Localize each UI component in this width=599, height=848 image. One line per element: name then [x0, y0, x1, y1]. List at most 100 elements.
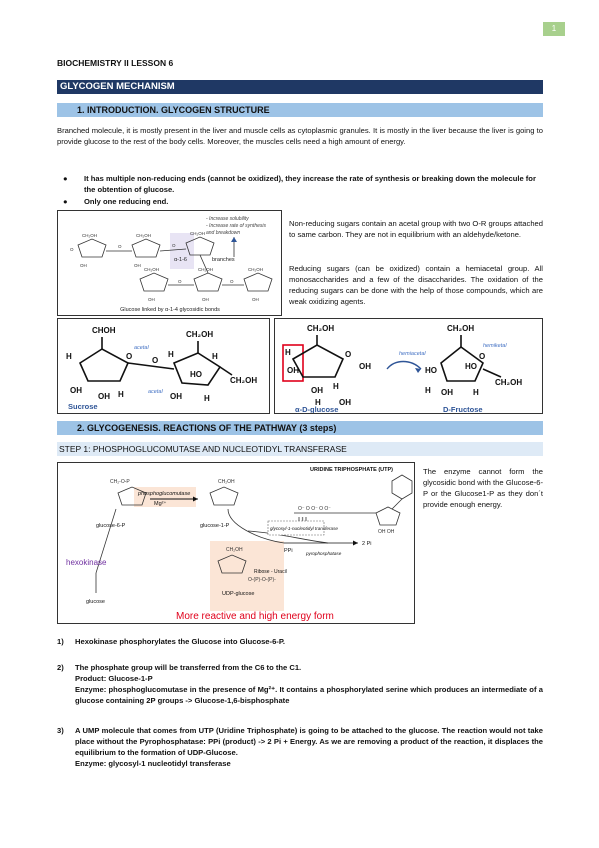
svg-text:CHOH: CHOH — [92, 326, 116, 335]
svg-text:CH₂OH: CH₂OH — [136, 233, 151, 238]
bullet-item: ● Only one reducing end. — [63, 196, 543, 207]
svg-text:OH: OH — [252, 297, 259, 302]
svg-text:O: O — [479, 352, 485, 361]
list-item-text: Enzyme: glycosyl-1 nucleotidyl transfera… — [75, 759, 231, 768]
svg-text:H: H — [168, 350, 174, 359]
figure-caption: Glucose linked by α-1-4 glycosidic bonds — [120, 307, 220, 313]
svg-text:OH: OH — [441, 388, 453, 397]
high-energy-label: More reactive and high energy form — [176, 611, 334, 622]
svg-text:CH₂OH: CH₂OH — [230, 376, 257, 385]
bullet-text: It has multiple non-reducing ends (canno… — [84, 174, 536, 194]
svg-text:H: H — [425, 386, 431, 395]
pyrophosphatase-label: pyrophosphatase — [305, 551, 342, 556]
udp-glucose-highlight — [210, 541, 284, 611]
svg-text:‖ ‖ ‖: ‖ ‖ ‖ — [298, 517, 307, 523]
figure-note: and breakdown — [206, 230, 240, 236]
step1-heading: STEP 1: PHOSPHOGLUCOMUTASE AND NUCLEOTID… — [57, 442, 543, 456]
bullet-item: ● It has multiple non-reducing ends (can… — [63, 173, 543, 195]
list-item-number: 1) — [57, 637, 64, 646]
nonreducing-paragraph: Non-reducing sugars contain an acetal gr… — [289, 219, 543, 239]
svg-text:H: H — [315, 398, 321, 407]
ribose-ring — [375, 506, 401, 526]
udp-glucose-label: UDP-glucose — [222, 591, 254, 597]
hexokinase-label: hexokinase — [66, 558, 107, 567]
svg-text:HO: HO — [190, 370, 202, 379]
branches-label: branches — [212, 257, 235, 263]
two-pi-label: 2 Pi — [362, 541, 371, 547]
intro-paragraph: Branched molecule, it is mostly present … — [57, 126, 543, 146]
svg-text:CH₂OH: CH₂OH — [82, 233, 97, 238]
glucose1p-ring — [209, 486, 239, 506]
list-item-text: Hexokinase phosphorylates the Glucose in… — [75, 637, 286, 646]
svg-text:H: H — [473, 388, 479, 397]
arrow-right-icon — [353, 540, 358, 546]
svg-text:H: H — [333, 382, 339, 391]
transferase-label: glycosyl-1-nucleotidyl transferase — [270, 526, 338, 531]
svg-text:CH₂OH: CH₂OH — [198, 267, 213, 272]
glucose6p-label: glucose-6-P — [96, 523, 126, 529]
svg-text:H: H — [212, 352, 218, 361]
mg-label: Mg²⁺ — [154, 500, 166, 507]
figure-note: - Increase rate of synthesis — [206, 223, 267, 229]
svg-text:OH: OH — [202, 297, 209, 302]
phosphoglucomutase-label: phosphoglucomutase — [137, 491, 190, 497]
list-item-text: A UMP molecule that comes from UTP (Urid… — [75, 726, 543, 757]
svg-text:CH₂OH: CH₂OH — [307, 324, 334, 333]
transferase-box — [267, 520, 325, 536]
svg-text:OH: OH — [287, 366, 299, 375]
ribose-uracil-label: Ribose - Uracil — [254, 569, 287, 575]
svg-text:O: O — [126, 352, 132, 361]
svg-text:O: O — [172, 243, 176, 248]
svg-text:H: H — [66, 352, 72, 361]
svg-text:CH₂OH: CH₂OH — [186, 330, 213, 339]
svg-text:OH: OH — [170, 392, 182, 401]
bullet-dot-icon: ● — [63, 197, 68, 206]
svg-text:OH: OH — [80, 263, 87, 268]
svg-text:CH₂-O-P: CH₂-O-P — [110, 479, 130, 485]
svg-text:CH₂OH: CH₂OH — [190, 231, 205, 236]
section-heading-intro: 1. INTRODUCTION. GLYCOGEN STRUCTURE — [57, 103, 543, 117]
lesson-title: BIOCHEMISTRY II LESSON 6 — [57, 58, 174, 68]
arrow-right-icon — [193, 496, 198, 502]
svg-text:OH: OH — [339, 398, 351, 407]
acetal-label: acetal — [134, 345, 149, 351]
arrow-up-icon — [231, 237, 237, 242]
glucose-label: α-D-glucose — [295, 405, 338, 413]
svg-text:O: O — [118, 244, 122, 249]
utp-label: URIDINE TRIPHOSPHATE (UTP) — [310, 467, 393, 473]
glucose1p-label: glucose-1-P — [200, 523, 230, 529]
sucrose-label: Sucrose — [68, 402, 98, 411]
hemiacetal-highlight — [282, 344, 304, 382]
bullet-text: Only one reducing end. — [84, 197, 169, 206]
svg-text:O: O — [178, 279, 182, 284]
arrow-head-icon — [415, 368, 421, 373]
svg-text:OH: OH — [70, 386, 82, 395]
branch-bond-label: α-1-6 — [174, 257, 187, 263]
svg-text:CH₂OH: CH₂OH — [144, 267, 159, 272]
svg-text:CH₂OH: CH₂OH — [226, 547, 243, 553]
page-number: 1 — [543, 22, 565, 36]
svg-text:HO: HO — [425, 366, 437, 375]
uracil-ring — [391, 474, 413, 500]
svg-text:OH OH: OH OH — [378, 529, 395, 535]
svg-text:H: H — [118, 390, 124, 399]
list-item-text: The phosphate group will be transferred … — [75, 663, 302, 672]
svg-text:HO: HO — [465, 362, 477, 371]
svg-text:O: O — [345, 350, 351, 359]
ppi-label: PPi — [284, 548, 293, 554]
branch-highlight — [170, 233, 194, 269]
svg-text:O: O — [152, 356, 158, 365]
svg-text:OH: OH — [359, 362, 371, 371]
svg-text:CH₂OH: CH₂OH — [447, 324, 474, 333]
main-title: GLYCOGEN MECHANISM — [57, 80, 543, 94]
glucose-label: glucose — [86, 599, 105, 605]
svg-text:CH₂OH: CH₂OH — [495, 378, 522, 387]
glucose6p-ring — [117, 486, 147, 506]
list-item-number: 3) — [57, 726, 64, 735]
acetal-label: acetal — [148, 389, 163, 395]
